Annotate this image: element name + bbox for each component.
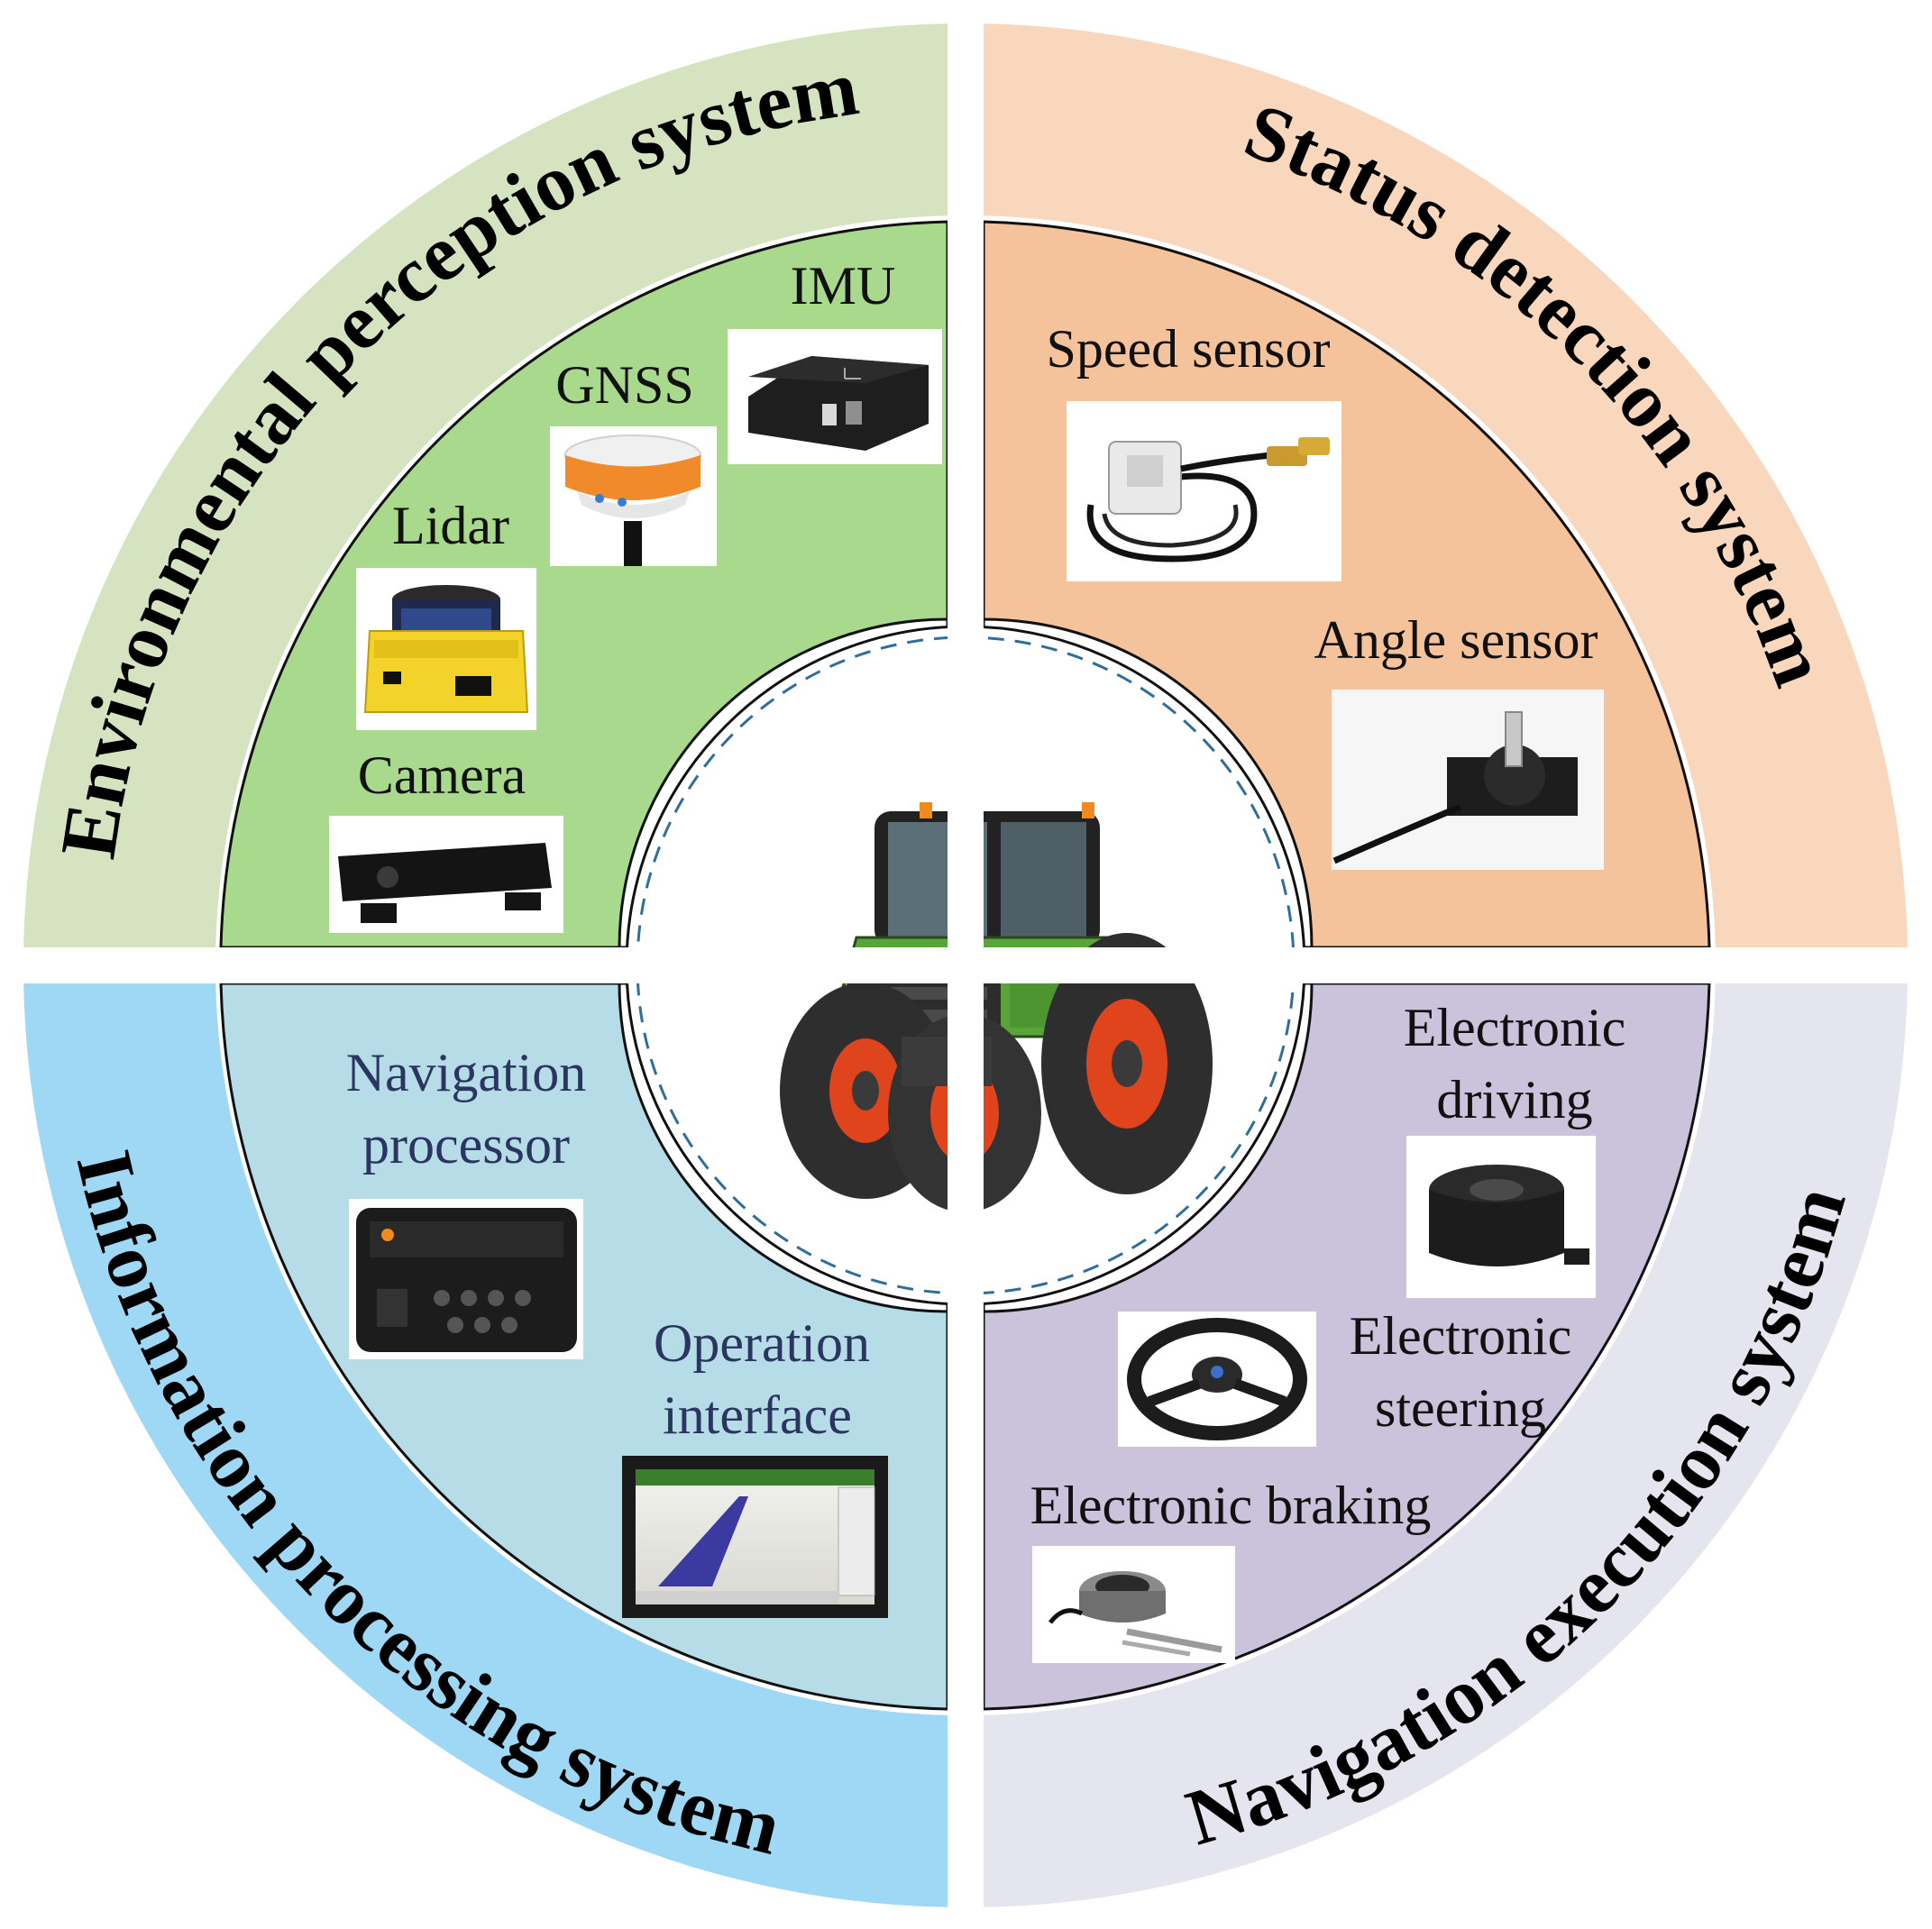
angle-sensor-label: Angle sensor <box>1314 610 1598 670</box>
speed-sensor-label: Speed sensor <box>1047 319 1331 379</box>
horizontal-divider <box>0 947 1932 983</box>
electric-motor-icon <box>1406 1136 1596 1298</box>
gnss-label: GNSS <box>555 355 693 415</box>
camera-icon <box>329 816 563 933</box>
angle-sensor-icon <box>1332 690 1604 870</box>
lidar-label: Lidar <box>392 496 509 555</box>
speed-sensor-icon <box>1067 401 1341 581</box>
imu-icon <box>728 329 942 464</box>
operation-interface-label-line2: interface <box>663 1385 852 1445</box>
camera-label: Camera <box>358 745 526 805</box>
steering-wheel-icon <box>1118 1312 1316 1447</box>
operation-interface-icon <box>622 1456 888 1618</box>
tractor-image <box>780 802 1213 1212</box>
brake-icon <box>1032 1546 1235 1663</box>
electronic-braking-label: Electronic braking <box>1030 1476 1432 1535</box>
electronic-driving-label-line2: driving <box>1436 1070 1592 1129</box>
electronic-driving-label-line1: Electronic <box>1404 998 1626 1057</box>
lidar-icon <box>356 568 536 730</box>
imu-label: IMU <box>791 256 896 315</box>
electronic-steering-label-line1: Electronic <box>1350 1306 1572 1366</box>
operation-interface-label-line1: Operation <box>654 1313 870 1373</box>
navigation-processor-label-line1: Navigation <box>346 1043 587 1102</box>
navigation-processor-icon <box>349 1199 583 1359</box>
gnss-receiver-icon <box>550 426 717 566</box>
navigation-processor-label-line2: processor <box>362 1115 570 1175</box>
electronic-steering-label-line2: steering <box>1375 1378 1546 1438</box>
